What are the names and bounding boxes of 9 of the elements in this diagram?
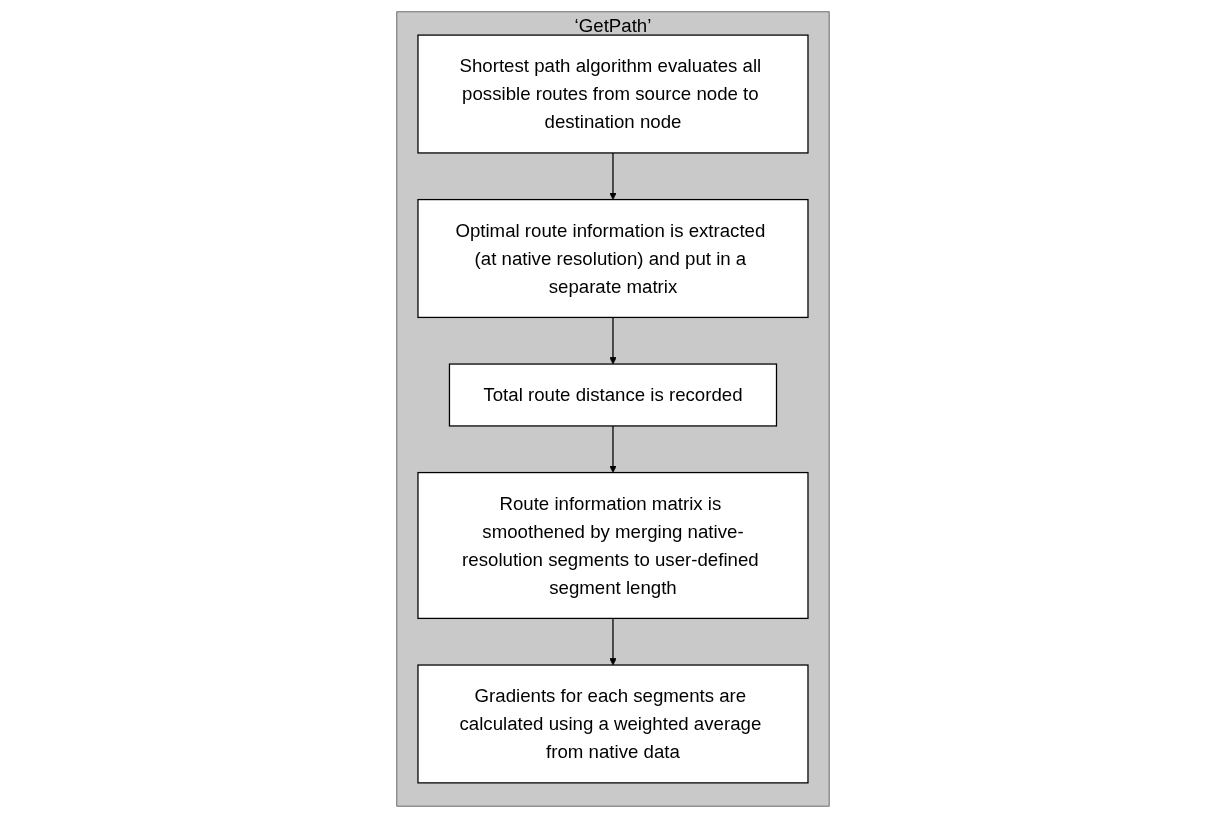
node-box: Total route distance is recorded: [448, 363, 777, 427]
arrow: [608, 152, 617, 200]
arrow: [608, 617, 617, 666]
arrow: [608, 425, 617, 473]
node-box: Route information matrix is smoothened by merging native-resolution segments to user-defined segment length: [416, 471, 809, 620]
node-box: Optimal route information is extracted (at native resolution) and put in a separate matrix: [416, 198, 809, 319]
node-box: Shortest path algorithm evaluates all possible routes from source node to destination node: [416, 34, 809, 154]
node-box: Gradients for each segments are calculated using a weighted average from native data: [416, 664, 809, 784]
arrow: [608, 316, 617, 365]
